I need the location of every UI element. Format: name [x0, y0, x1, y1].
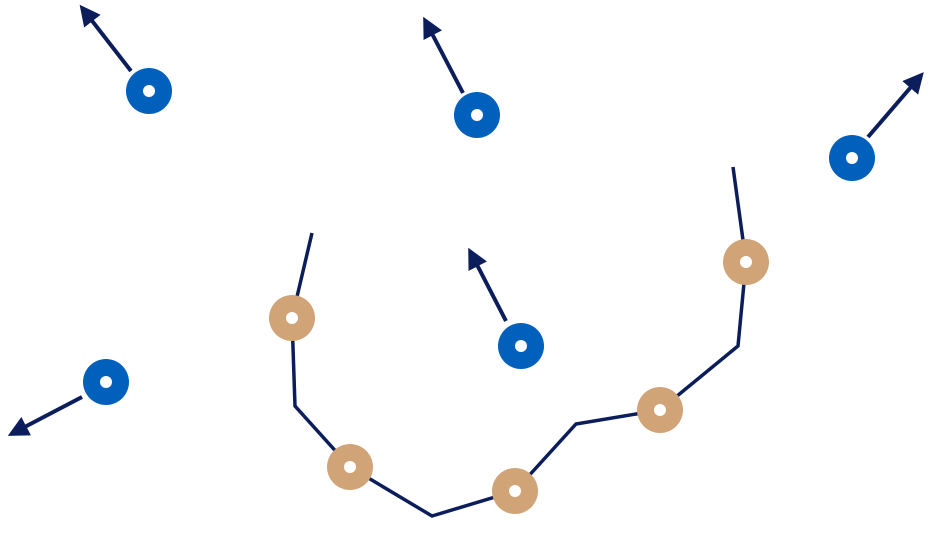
node-center [286, 312, 298, 324]
anchor-node-5 [723, 239, 769, 285]
node-center [100, 376, 112, 388]
mobile-nodes [83, 68, 875, 405]
mobile-node-2 [454, 92, 500, 138]
node-center [740, 256, 752, 268]
node-center [143, 85, 155, 97]
arrow-icon [866, 72, 924, 139]
node-center [471, 109, 483, 121]
anchor-node-4 [637, 387, 683, 433]
node-center [654, 404, 666, 416]
node-center [846, 152, 858, 164]
anchor-node-1 [269, 295, 315, 341]
mobile-node-3 [829, 135, 875, 181]
node-center [515, 340, 527, 352]
arrow-icon [468, 247, 508, 322]
anchor-nodes [269, 239, 769, 514]
mobile-node-5 [83, 359, 129, 405]
node-center [509, 485, 521, 497]
mobile-node-4 [498, 323, 544, 369]
direction-arrows [7, 4, 924, 436]
mobile-node-1 [126, 68, 172, 114]
anchor-node-3 [492, 468, 538, 514]
node-center [344, 461, 356, 473]
arrow-icon [79, 4, 133, 73]
arrow-icon [7, 395, 83, 436]
arrow-icon [423, 16, 465, 94]
anchor-node-2 [327, 444, 373, 490]
